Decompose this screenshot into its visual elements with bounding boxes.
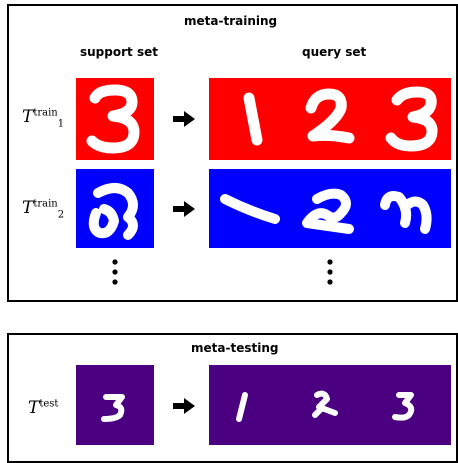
task-1-support-image: [76, 78, 154, 160]
vertical-ellipsis-icon: [112, 258, 118, 288]
digit-2-glyph: [305, 88, 355, 144]
task-label-symbol: T: [22, 198, 34, 218]
task-label-subscript: 2: [57, 209, 65, 221]
query-set-header: query set: [302, 45, 367, 59]
right-arrow-icon: [173, 398, 195, 414]
task-label-superscript: test: [39, 398, 59, 410]
digit-3-glyph: [101, 394, 125, 422]
digit-2-glyph: [302, 188, 354, 234]
tile-background: [76, 169, 154, 248]
digit-1-glyph: [243, 92, 263, 146]
task-2-support-image: [76, 169, 154, 248]
digit-1-glyph: [220, 194, 280, 224]
support-set-header: support set: [80, 45, 158, 59]
digit-3-glyph: [380, 191, 432, 234]
digit-3-glyph: [385, 86, 438, 152]
test-query-image: [209, 365, 451, 445]
right-arrow-icon: [173, 111, 195, 127]
task-label-superscript: train: [33, 107, 58, 119]
task-1-train-label: Ttrain1: [22, 107, 65, 130]
right-arrow-icon: [173, 201, 195, 217]
meta-training-title: meta-training: [184, 14, 278, 28]
task-2-train-label: Ttrain2: [22, 198, 65, 221]
digit-1-glyph: [236, 392, 248, 422]
digit-2-glyph: [312, 390, 338, 418]
task-label-superscript: train: [33, 198, 58, 210]
test-support-image: [76, 365, 154, 445]
digit-3-glyph: [392, 392, 415, 421]
task-label-symbol: T: [28, 398, 40, 418]
task-test-label: Ttest: [28, 398, 58, 418]
digit-3-glyph: [86, 84, 140, 154]
vertical-ellipsis-icon: [327, 258, 333, 288]
task-1-query-image: [209, 78, 451, 160]
digit-3-glyph: [88, 183, 138, 240]
task-label-subscript: 1: [57, 118, 65, 130]
task-2-query-image: [209, 169, 451, 248]
task-label-symbol: T: [22, 107, 34, 127]
meta-testing-title: meta-testing: [191, 341, 279, 355]
